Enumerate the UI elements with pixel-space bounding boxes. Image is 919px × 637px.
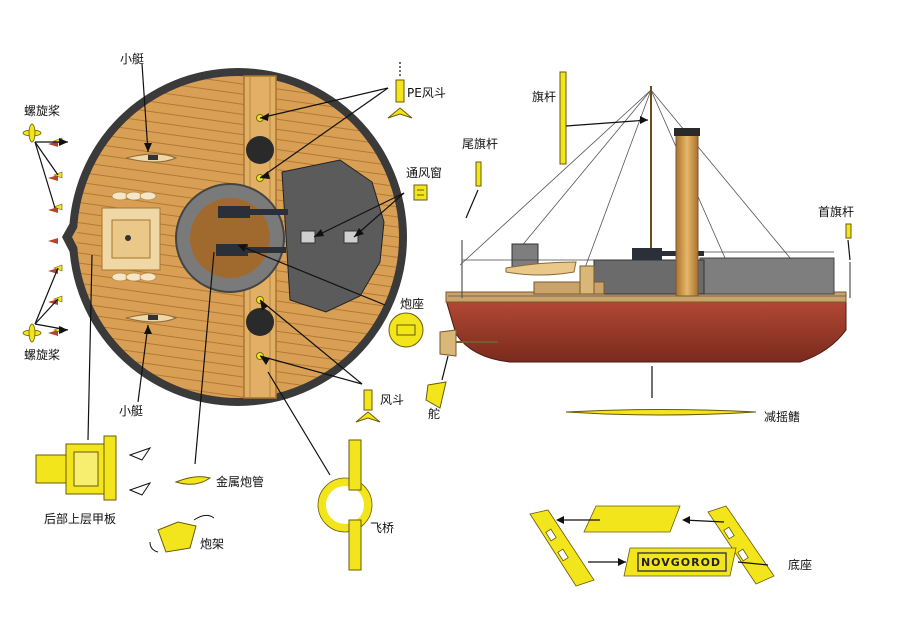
pe-wind-scoop-part (387, 62, 413, 119)
metal-barrel-part (174, 476, 212, 485)
stand-parts (529, 505, 775, 587)
label-propeller-top: 螺旋桨 (24, 104, 61, 118)
wind-scoop-part (355, 389, 381, 423)
gun-carriage-part (149, 514, 215, 553)
vent-window-left (300, 230, 316, 244)
label-metal-barrel: 金属炮管 (216, 475, 265, 489)
label-small-boat-bottom: 小艇 (119, 404, 144, 418)
label-bilge-keel: 减摇鳍 (764, 410, 801, 424)
ship-side-view (439, 86, 851, 363)
side-hull (445, 297, 847, 363)
bilge-keel-part (565, 409, 757, 416)
rear-upper-deck-part (35, 435, 152, 501)
vent-window-right (343, 230, 359, 244)
vent-window-part (413, 184, 428, 201)
label-pe-wind-scoop: PE风斗 (407, 86, 446, 100)
side-funnel (675, 133, 699, 297)
label-stand: 底座 (788, 558, 813, 572)
stern-flagpole-part (475, 161, 482, 187)
label-bow-flagpole: 首旗杆 (818, 205, 855, 219)
stand-top-plate (583, 505, 681, 533)
label-stern-flagpole: 尾旗杆 (462, 137, 499, 151)
label-rear-upper-deck: 后部上层甲板 (44, 512, 117, 526)
nameplate-text: NOVGOROD (641, 556, 721, 569)
label-vent-window: 通风窗 (406, 166, 443, 180)
label-wind-scoop: 风斗 (380, 393, 405, 407)
label-gun-carriage: 炮架 (200, 537, 225, 551)
bow-flagpole-part (845, 223, 852, 239)
gun-barrel-top (236, 209, 288, 215)
side-small-boat (505, 261, 577, 276)
leader-lines-top (34, 63, 405, 476)
label-propeller-bottom: 螺旋桨 (24, 348, 61, 362)
side-armored-house (699, 257, 835, 295)
side-rudder (439, 329, 457, 357)
rudder-part (425, 381, 447, 409)
propeller-icon (22, 123, 42, 343)
ship-top-view (48, 68, 407, 406)
main-mast-part (559, 71, 567, 165)
label-rudder: 舵 (428, 407, 441, 421)
gun-barrel-bottom (234, 247, 286, 253)
label-flying-bridge: 飞桥 (370, 521, 395, 535)
gun-base-part (388, 312, 424, 348)
label-main-mast: 旗杆 (532, 90, 557, 104)
label-small-boat-top: 小艇 (120, 52, 145, 66)
stand-nameplate (623, 547, 737, 577)
label-gun-base: 炮座 (400, 297, 425, 311)
stand-left-frame (529, 509, 595, 587)
funnel-bottom (246, 308, 274, 336)
flying-bridge-part (317, 439, 373, 571)
funnel-top (246, 136, 274, 164)
